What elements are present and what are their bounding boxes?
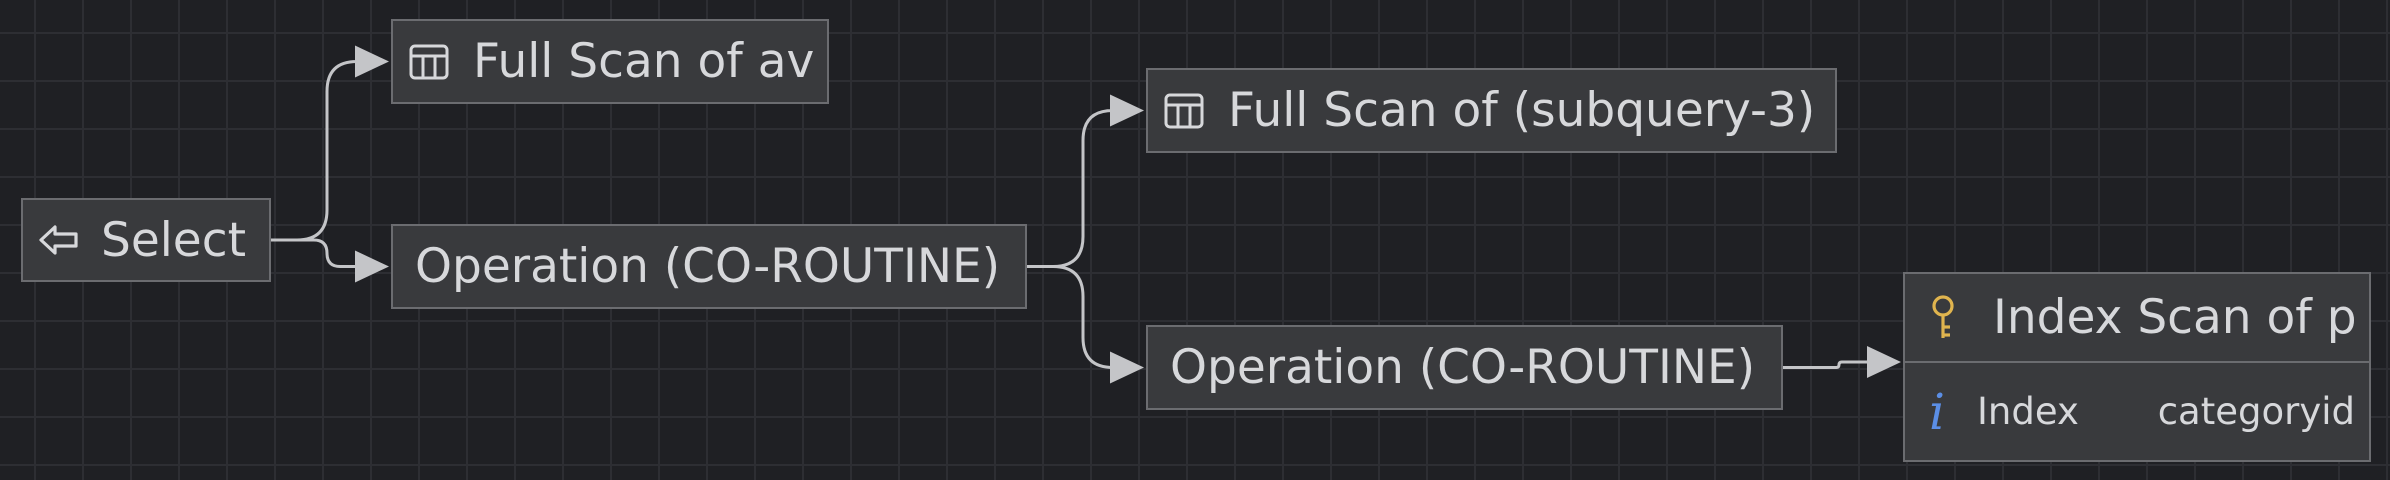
index-detail-value: categoryid (2157, 390, 2355, 433)
table-icon (407, 40, 451, 84)
index-detail-key: Index (1977, 390, 2079, 433)
edge-select-to-operation_1 (271, 238, 355, 268)
edge-arrowhead-select-to-operation_1 (355, 250, 389, 283)
edge-select-to-fullscan_av (271, 60, 358, 242)
full-scan-av-node[interactable]: Full Scan of av (391, 19, 829, 104)
select-node[interactable]: Select (21, 198, 271, 282)
operation-coroutine-node-1[interactable]: Operation (CO-ROUTINE) (391, 224, 1027, 309)
edge-operation_1-to-fullscan_sub (1027, 109, 1114, 268)
edge-arrowhead-operation_1-to-fullscan_sub (1110, 94, 1144, 127)
index-scan-header: Index Scan of p (1905, 274, 2369, 363)
edge-operation_2-to-index_scan (1783, 360, 1867, 369)
table-icon (1162, 89, 1206, 133)
info-icon: i (1929, 382, 1945, 441)
index-detail-row: i Index categoryid (1905, 363, 2369, 460)
edge-arrowhead-select-to-fullscan_av (355, 45, 389, 78)
index-scan-label: Index Scan of p (1993, 290, 2357, 345)
full-scan-av-label: Full Scan of av (473, 34, 815, 89)
select-node-label: Select (101, 212, 246, 268)
edge-operation_1-to-operation_2 (1027, 265, 1114, 369)
edge-arrowhead-operation_1-to-operation_2 (1110, 351, 1144, 384)
key-icon (1923, 293, 1963, 343)
operation-1-label: Operation (CO-ROUTINE) (415, 239, 1001, 294)
full-scan-subquery-node[interactable]: Full Scan of (subquery-3) (1146, 68, 1837, 153)
operation-2-label: Operation (CO-ROUTINE) (1170, 340, 1756, 395)
edge-arrowhead-operation_2-to-index_scan (1867, 346, 1901, 378)
full-scan-subquery-label: Full Scan of (subquery-3) (1228, 83, 1816, 138)
index-scan-node[interactable]: Index Scan of p i Index categoryid (1903, 272, 2371, 462)
arrow-left-icon (37, 218, 81, 262)
operation-coroutine-node-2[interactable]: Operation (CO-ROUTINE) (1146, 325, 1783, 410)
